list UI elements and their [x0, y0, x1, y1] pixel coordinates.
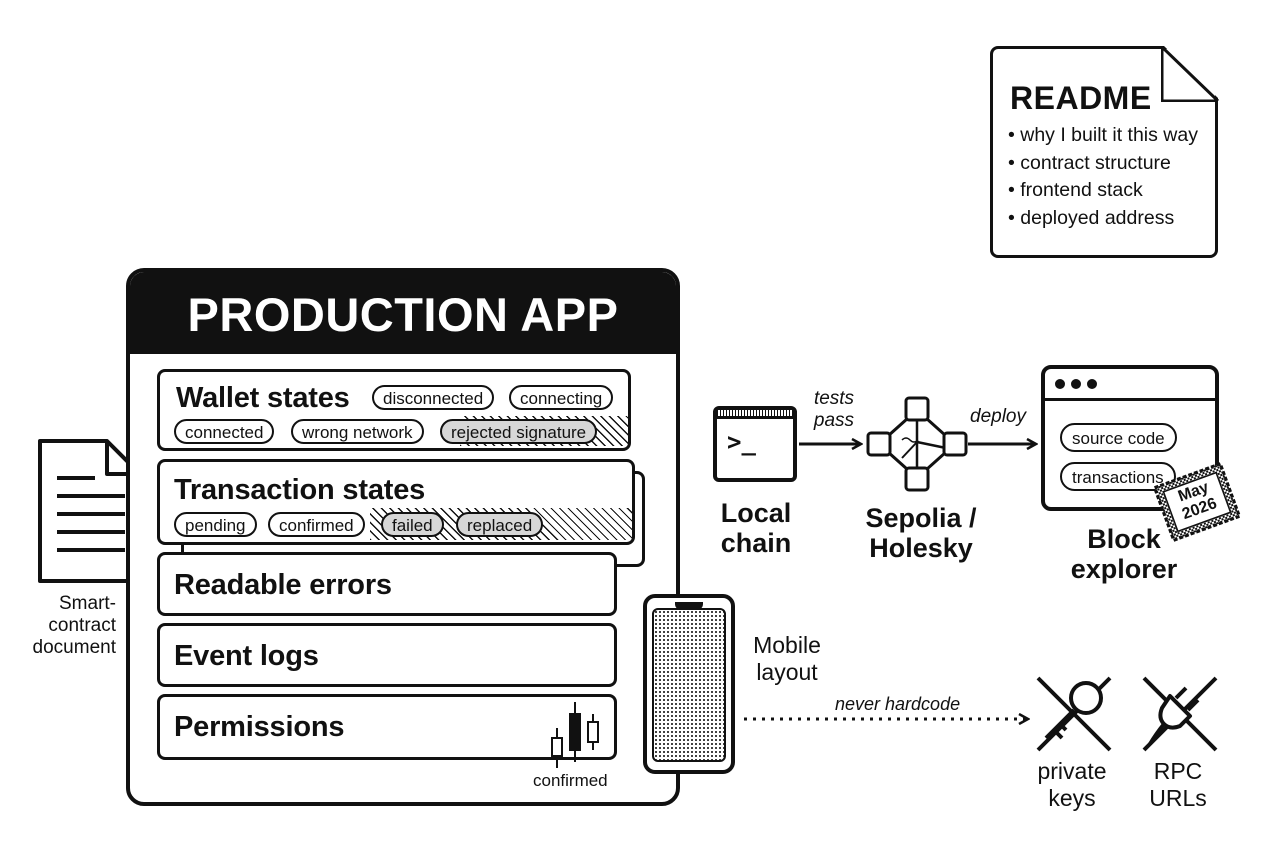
- testnet-label: Sepolia / Holesky: [865, 503, 977, 563]
- mobile-phone: [643, 594, 735, 774]
- event-logs-card: Event logs: [157, 623, 617, 687]
- block-explorer-label: Block explorer: [1070, 524, 1178, 584]
- candlestick-icon: [551, 702, 599, 768]
- wallet-states-title: Wallet states: [176, 382, 350, 414]
- mobile-layout-label: Mobile layout: [753, 632, 821, 685]
- transaction-states-title: Transaction states: [174, 474, 426, 506]
- window-dot-icon: [1087, 379, 1097, 389]
- readme-item: why I built it this way: [1008, 122, 1198, 150]
- stamp-icon: [1152, 461, 1242, 543]
- wallet-states-card: Wallet states disconnected connecting co…: [157, 369, 631, 451]
- pill-pending: pending: [174, 512, 257, 537]
- pill-disconnected: disconnected: [372, 385, 495, 410]
- pill-rejected-signature: rejected signature: [440, 419, 598, 444]
- terminal-icon: >_: [713, 406, 797, 482]
- phone-screen: [652, 608, 726, 762]
- transaction-states-card: Transaction states pending confirmed fai…: [157, 459, 635, 545]
- deploy-label: deploy: [970, 406, 1026, 427]
- pill-failed: failed: [381, 512, 444, 537]
- terminal-titlebar: [717, 410, 793, 419]
- tests-pass-label: tests pass: [813, 388, 855, 431]
- readable-errors-card: Readable errors: [157, 552, 617, 616]
- pill-connecting: connecting: [509, 385, 614, 410]
- phone-notch: [675, 602, 703, 610]
- terminal-prompt: >_: [727, 428, 756, 456]
- never-hardcode-label: never hardcode: [835, 694, 961, 714]
- document-label: Smart- contract document: [32, 593, 116, 658]
- readme-fold-icon: [1161, 46, 1220, 102]
- private-keys-label: private keys: [1037, 758, 1107, 811]
- readme-list: why I built it this way contract structu…: [1008, 122, 1198, 232]
- readme-title: README: [1010, 80, 1152, 116]
- contract-document-icon: [38, 439, 142, 583]
- readme-item: frontend stack: [1008, 177, 1198, 205]
- browser-titlebar: [1045, 369, 1215, 401]
- pill-connected: connected: [174, 419, 275, 444]
- readable-errors-title: Readable errors: [174, 569, 392, 601]
- readme-item: contract structure: [1008, 150, 1198, 178]
- pill-confirmed: confirmed: [268, 512, 365, 537]
- network-nodes-icon: [866, 396, 968, 492]
- pill-wrong-network: wrong network: [291, 419, 424, 444]
- pill-source-code: source code: [1060, 423, 1177, 452]
- window-dot-icon: [1071, 379, 1081, 389]
- crossed-plug-icon: [1142, 676, 1218, 752]
- rpc-urls-label: RPC URLs: [1149, 758, 1207, 811]
- date-stamp: May 2026: [1149, 459, 1244, 546]
- app-title: PRODUCTION APP: [130, 272, 676, 354]
- readme-item: deployed address: [1008, 205, 1198, 233]
- pill-transactions: transactions: [1060, 462, 1176, 491]
- local-chain-label: Local chain: [720, 498, 792, 558]
- permissions-card: Permissions: [157, 694, 617, 760]
- permissions-title: Permissions: [174, 711, 345, 743]
- candle-label: confirmed: [533, 771, 608, 790]
- pill-replaced: replaced: [456, 512, 544, 537]
- event-logs-title: Event logs: [174, 640, 319, 672]
- window-dot-icon: [1055, 379, 1065, 389]
- crossed-key-icon: [1036, 676, 1112, 752]
